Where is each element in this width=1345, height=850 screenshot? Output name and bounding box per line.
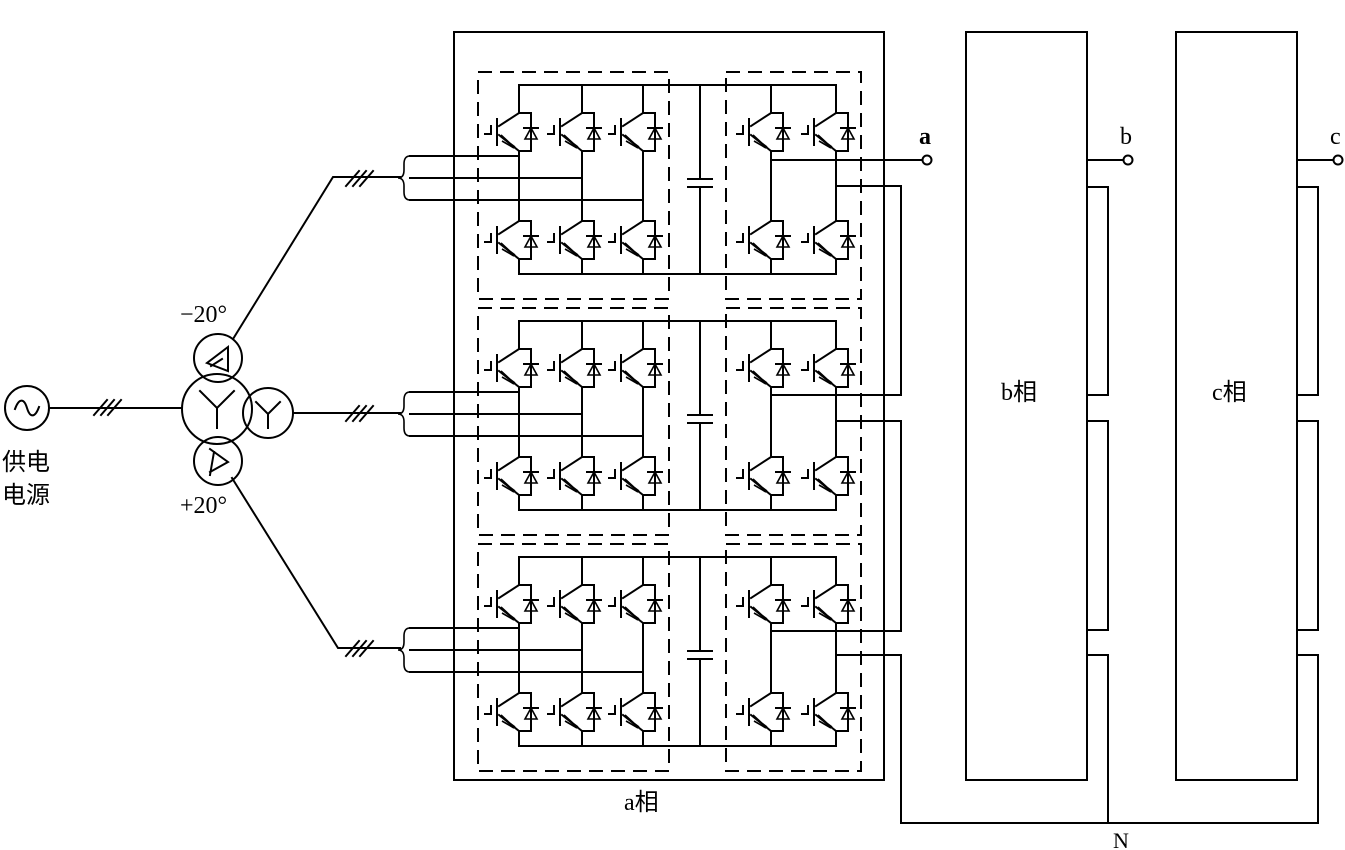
phase-b-block — [965, 31, 1088, 781]
h-bridge-box — [725, 543, 862, 772]
rectifier-box — [477, 543, 670, 772]
igbt-switch-icon — [736, 680, 791, 732]
igbt-switch-icon — [608, 680, 663, 732]
igbt-switch-icon — [801, 208, 856, 260]
input-brace — [397, 391, 411, 437]
igbt-switch-icon — [547, 208, 602, 260]
rectifier-box — [477, 307, 670, 536]
phase-a-power-cells — [397, 71, 923, 772]
input-brace — [397, 155, 411, 201]
igbt-switch-icon — [547, 100, 602, 152]
igbt-switch-icon — [608, 444, 663, 496]
three-phase-mark-icon — [92, 398, 123, 417]
igbt-switch-icon — [801, 572, 856, 624]
igbt-switch-icon — [736, 100, 791, 152]
power-cell-2 — [397, 307, 862, 536]
input-brace — [397, 627, 411, 673]
terminal-a-node — [921, 154, 933, 166]
igbt-switch-icon — [736, 336, 791, 388]
igbt-switch-icon — [484, 100, 539, 152]
phase-b-cell-3 — [1086, 654, 1109, 824]
igbt-switch-icon — [547, 444, 602, 496]
phase-c: c相 c — [1107, 31, 1344, 824]
transformer-outputs — [230, 169, 401, 658]
secondary-winding-top — [193, 333, 243, 383]
wye-icon — [198, 389, 236, 429]
igbt-switch-icon — [484, 336, 539, 388]
igbt-switch-icon — [484, 680, 539, 732]
phase-shifting-transformer: −20° +20° — [180, 302, 294, 519]
terminal-c-label: c — [1330, 124, 1341, 150]
three-phase-mark-icon — [344, 169, 375, 188]
power-cell-1 — [397, 71, 862, 300]
igbt-switch-icon — [608, 208, 663, 260]
extended-delta-icon — [208, 447, 230, 474]
ac-source: 供电 电源 — [2, 385, 50, 509]
three-phase-mark-icon — [344, 639, 375, 658]
terminal-b-node — [1122, 154, 1134, 166]
dc-link-capacitor-icon — [687, 556, 713, 747]
phase-a-block — [453, 31, 885, 781]
phase-b-cell-2 — [1086, 420, 1109, 631]
igbt-switch-icon — [608, 100, 663, 152]
terminal-c-node — [1332, 154, 1344, 166]
igbt-switch-icon — [547, 572, 602, 624]
dc-link-capacitor-icon — [687, 84, 713, 275]
wye-icon — [254, 400, 282, 429]
three-phase-mark-icon — [344, 404, 375, 423]
igbt-switch-icon — [484, 444, 539, 496]
phase-c-cell-2 — [1296, 420, 1319, 631]
igbt-switch-icon — [608, 572, 663, 624]
phase-b-cell-1 — [1086, 186, 1109, 396]
igbt-switch-icon — [736, 572, 791, 624]
igbt-switch-icon — [484, 208, 539, 260]
phase-c-block — [1175, 31, 1298, 781]
dc-link-capacitor-icon — [687, 320, 713, 511]
angle-label-minus20: −20° — [180, 302, 227, 328]
igbt-switch-icon — [484, 572, 539, 624]
phase-b-label: b相 — [1001, 379, 1037, 406]
source-label-line1: 供电 — [2, 448, 50, 476]
rectifier-box — [477, 71, 670, 300]
phase-c-cell-1 — [1296, 186, 1319, 396]
terminal-b-label: b — [1120, 124, 1132, 150]
phase-c-label: c相 — [1212, 379, 1247, 406]
terminal-a: a — [919, 124, 933, 166]
igbt-switch-icon — [801, 336, 856, 388]
igbt-switch-icon — [547, 680, 602, 732]
phase-c-cell-3 — [1107, 654, 1319, 824]
igbt-switch-icon — [801, 680, 856, 732]
source-feeder — [48, 398, 183, 417]
terminal-a-label: a — [919, 124, 931, 150]
phase-a-series-links — [770, 185, 1109, 824]
igbt-switch-icon — [608, 336, 663, 388]
primary-winding — [181, 373, 253, 445]
sine-wave-icon — [13, 399, 41, 417]
source-label-line2: 电源 — [2, 481, 50, 509]
power-cell-3 — [397, 543, 862, 772]
angle-label-plus20: +20° — [180, 493, 227, 519]
igbt-switch-icon — [801, 444, 856, 496]
phase-a-label: a相 — [624, 789, 659, 816]
igbt-switch-icon — [736, 208, 791, 260]
igbt-switch-icon — [801, 100, 856, 152]
igbt-switch-icon — [547, 336, 602, 388]
secondary-winding-bottom — [193, 436, 243, 486]
igbt-switch-icon — [736, 444, 791, 496]
phase-b: b相 b — [965, 31, 1134, 824]
neutral-label: N — [1113, 828, 1129, 850]
extended-delta-icon — [204, 344, 229, 373]
